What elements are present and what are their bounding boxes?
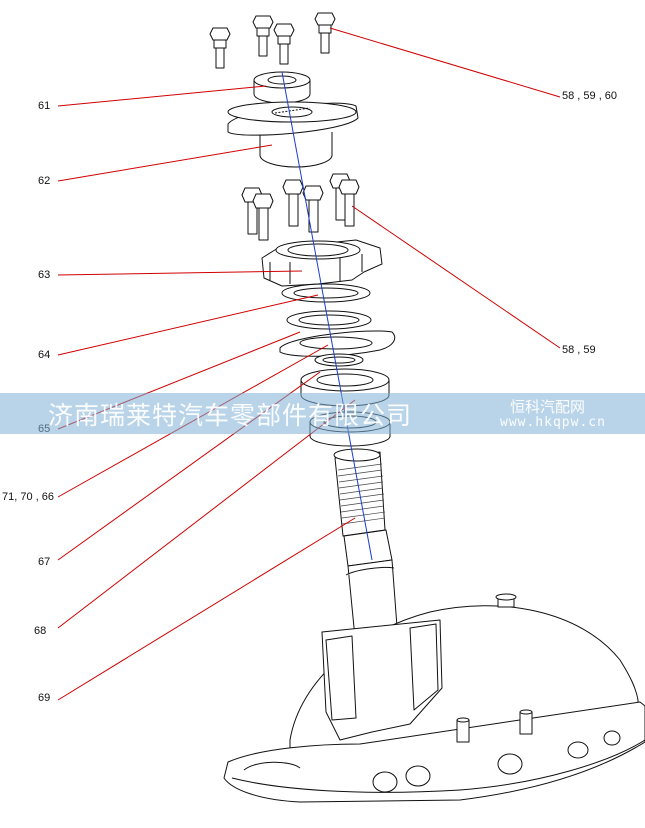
bolt-mid-2	[252, 193, 274, 241]
axle-housing	[223, 593, 645, 803]
callout-67: 67	[38, 556, 51, 568]
center-axis-line	[281, 71, 373, 561]
part-66-gasket	[279, 330, 396, 357]
callout-66-70-71: 71, 70 , 66	[2, 491, 54, 503]
bolt-top-1	[209, 27, 231, 69]
bolt-top-2	[252, 15, 274, 57]
part-61-flange-nut	[253, 71, 311, 104]
watermark-url: www.hkqpw.cn	[500, 415, 606, 430]
bolt-top-4	[314, 12, 336, 54]
part-69-drive-shaft	[333, 448, 399, 649]
callout-63: 63	[38, 269, 51, 281]
watermark-site-name: 恒科汽配网	[510, 398, 586, 416]
bolt-top-3	[273, 23, 295, 65]
watermark-company-name: 济南瑞莱特汽车零部件有限公司	[48, 401, 413, 430]
callout-58-59-60: 58 , 59 , 60	[562, 90, 618, 102]
bolt-mid-6	[338, 179, 360, 227]
callout-61: 61	[38, 100, 51, 112]
callout-64: 64	[38, 349, 51, 361]
part-67-small-ring	[314, 353, 364, 367]
callout-68: 68	[34, 625, 47, 637]
bolt-mid-4	[302, 185, 324, 233]
leader-lines	[57, 27, 561, 701]
part-62-companion-flange	[227, 101, 359, 168]
callout-58-59: 58 , 59	[562, 344, 596, 356]
part-63-bearing-cover	[261, 239, 383, 287]
watermark-band	[0, 393, 645, 434]
callout-62: 62	[38, 175, 51, 187]
callout-69: 69	[38, 692, 51, 704]
bolt-mid-3	[282, 179, 304, 227]
part-64-ring	[281, 283, 371, 303]
